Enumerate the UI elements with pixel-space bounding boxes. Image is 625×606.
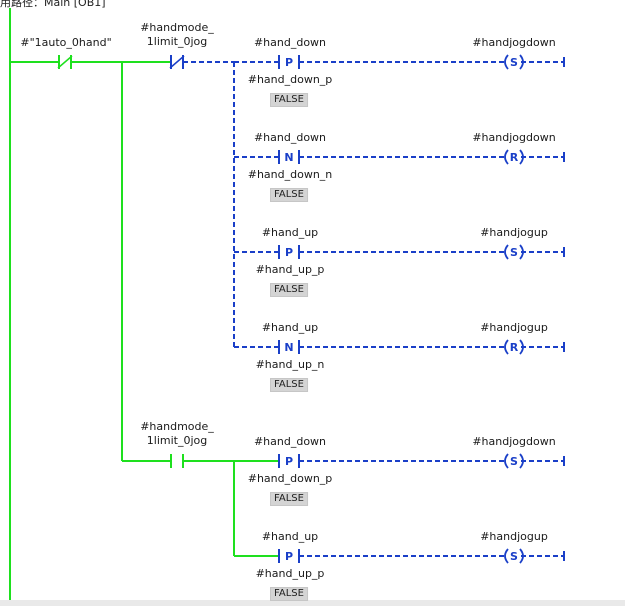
- upper-branch-0-coil-operand[interactable]: #handjogdown: [472, 36, 556, 49]
- upper-branch-2-coil-type: S: [510, 246, 518, 259]
- upper-branch-3-edge-operand[interactable]: #hand_up: [261, 321, 319, 334]
- lower-branch-1-coil-type: S: [510, 550, 518, 563]
- upper-branch-1-memory-operand[interactable]: #hand_down_n: [247, 168, 333, 181]
- lower-branch-0-coil-type: S: [510, 455, 518, 468]
- upper-branch-0-coil-left-arc: [504, 54, 509, 70]
- lower-branch-1-memory-operand[interactable]: #hand_up_p: [255, 567, 325, 580]
- auto-contact-operand[interactable]: #"1auto_0hand": [20, 36, 112, 49]
- lower-branch-1-coil-operand[interactable]: #handjogup: [480, 530, 548, 543]
- upper-limit-contact-slash: [169, 55, 185, 69]
- upper-branch-2-memory-operand[interactable]: #hand_up_p: [255, 263, 325, 276]
- upper-branch-1-edge-operand[interactable]: #hand_down: [253, 131, 327, 144]
- lower-branch-1-edge-operand[interactable]: #hand_up: [261, 530, 319, 543]
- auto-contact-slash: [57, 55, 73, 69]
- upper-branch-1-coil-operand[interactable]: #handjogdown: [472, 131, 556, 144]
- upper-branch-2-memory-value: FALSE: [270, 283, 308, 297]
- lower-branch-1-edge-type: P: [285, 550, 293, 563]
- lower-branch-0-memory-value: FALSE: [270, 492, 308, 506]
- upper-branch-0-edge-type: P: [285, 56, 293, 69]
- upper-branch-3-memory-operand[interactable]: #hand_up_n: [255, 358, 325, 371]
- lower-branch-0-coil-operand[interactable]: #handjogdown: [472, 435, 556, 448]
- lower-branch-1-coil-left-arc: [504, 548, 509, 564]
- upper-branch-0-memory-operand[interactable]: #hand_down_p: [247, 73, 333, 86]
- upper-branch-3-memory-value: FALSE: [270, 378, 308, 392]
- lower-limit-contact-operand-line2[interactable]: 1limit_0jog: [146, 434, 208, 447]
- upper-branch-3-coil-operand[interactable]: #handjogup: [480, 321, 548, 334]
- upper-branch-2-edge-operand[interactable]: #hand_up: [261, 226, 319, 239]
- upper-branch-2-edge-type: P: [285, 246, 293, 259]
- upper-branch-1-coil-left-arc: [504, 149, 509, 165]
- upper-branch-0-coil-type: S: [510, 56, 518, 69]
- call-path-header: 用路径：Main [OB1]: [0, 0, 106, 9]
- upper-branch-1-memory-value: FALSE: [270, 188, 308, 202]
- upper-branch-0-edge-operand[interactable]: #hand_down: [253, 36, 327, 49]
- upper-branch-3-edge-type: N: [284, 341, 293, 354]
- upper-branch-3-coil-left-arc: [504, 339, 509, 355]
- lower-branch-0-edge-type: P: [285, 455, 293, 468]
- upper-limit-contact-operand-line2[interactable]: 1limit_0jog: [146, 35, 208, 48]
- lower-branch-1-memory-value: FALSE: [270, 587, 308, 601]
- upper-branch-1-edge-type: N: [284, 151, 293, 164]
- upper-branch-3-coil-type: R: [510, 341, 519, 354]
- upper-branch-2-coil-operand[interactable]: #handjogup: [480, 226, 548, 239]
- editor-bottom-edge: [0, 600, 625, 606]
- upper-branch-0-memory-value: FALSE: [270, 93, 308, 107]
- lower-branch-0-edge-operand[interactable]: #hand_down: [253, 435, 327, 448]
- lower-branch-0-memory-operand[interactable]: #hand_down_p: [247, 472, 333, 485]
- upper-limit-contact-operand-line1[interactable]: #handmode_: [140, 21, 214, 34]
- upper-branch-1-coil-type: R: [510, 151, 519, 164]
- upper-branch-2-coil-left-arc: [504, 244, 509, 260]
- lower-branch-0-coil-left-arc: [504, 453, 509, 469]
- lower-limit-contact-operand-line1[interactable]: #handmode_: [140, 420, 214, 433]
